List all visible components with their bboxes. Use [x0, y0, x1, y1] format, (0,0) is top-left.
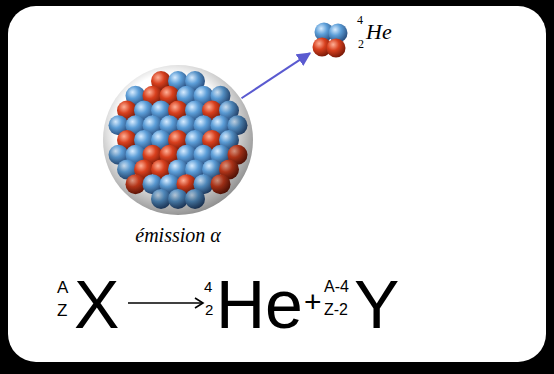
element-symbol: He — [366, 21, 392, 43]
nucleus-shading — [103, 65, 253, 215]
mass-number: 4 — [204, 279, 212, 294]
mass-number: A — [57, 279, 68, 296]
atomic-number: Z-2 — [324, 302, 348, 318]
emission-arrow — [241, 53, 309, 98]
element-symbol: X — [74, 270, 119, 338]
reaction-arrow — [128, 298, 203, 308]
element-symbol: Y — [354, 270, 399, 338]
mass-number: 4 — [357, 14, 363, 26]
atomic-number: 2 — [205, 302, 213, 317]
process-caption: émission α — [135, 225, 221, 245]
mass-number: A-4 — [324, 279, 349, 295]
plus-sign: + — [304, 287, 322, 317]
nucleus-drawing — [103, 65, 253, 215]
element-symbol: He — [216, 270, 303, 338]
atomic-number: 2 — [358, 38, 364, 50]
atomic-number: Z — [57, 302, 67, 319]
nucleon — [327, 39, 346, 58]
alpha-drawing — [308, 18, 352, 62]
white-panel — [8, 6, 546, 362]
nucleus: émission α — [103, 65, 253, 215]
alpha-particle: 42He — [308, 18, 352, 62]
